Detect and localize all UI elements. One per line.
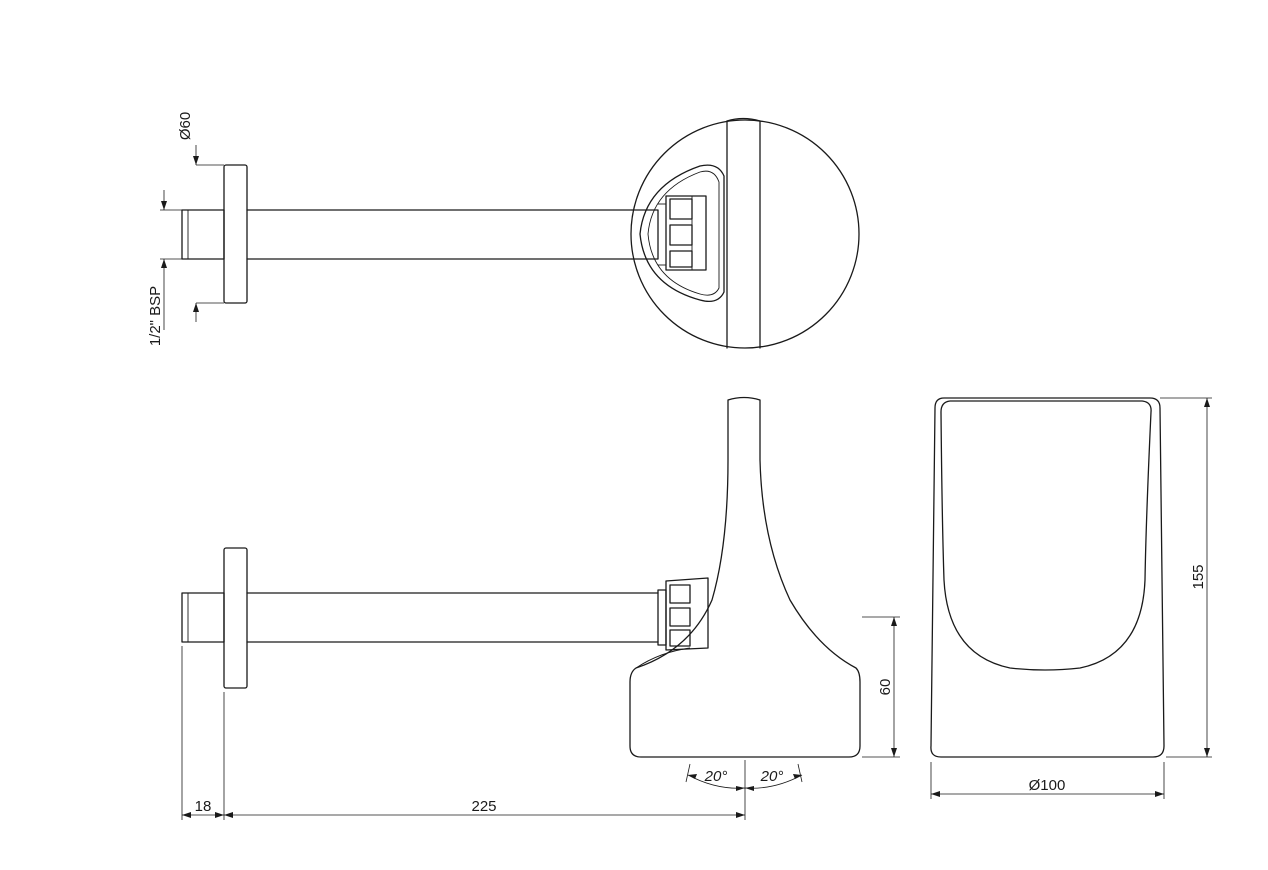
dim-thread-size: 1/2" BSP [147,286,164,346]
top-thread-nipple [181,209,225,260]
front-face-recess [940,400,1152,671]
dim-head-height: 155 [1190,564,1207,589]
side-wall-flange [223,547,248,689]
dim-angle-left: 20° [704,768,728,785]
dim-angle-right: 20° [760,768,784,785]
top-view: Ø60 1/2" BSP [147,112,860,349]
top-head-disc [630,119,860,349]
front-head-outline [930,397,1165,758]
top-connector-nut [665,195,707,271]
dim-flange-diameter: Ø60 [177,112,194,140]
dim-head-diameter: Ø100 [1029,777,1066,794]
dim-base-height: 60 [877,679,894,696]
side-view: 60 20° 20° 18 225 [181,396,900,820]
top-wall-flange [223,164,248,304]
side-thread-nipple [181,592,225,643]
side-head-profile [629,396,861,758]
dim-arm-length: 225 [471,798,496,815]
front-view: 155 Ø100 [930,397,1212,799]
dim-flange-depth: 18 [195,798,212,815]
